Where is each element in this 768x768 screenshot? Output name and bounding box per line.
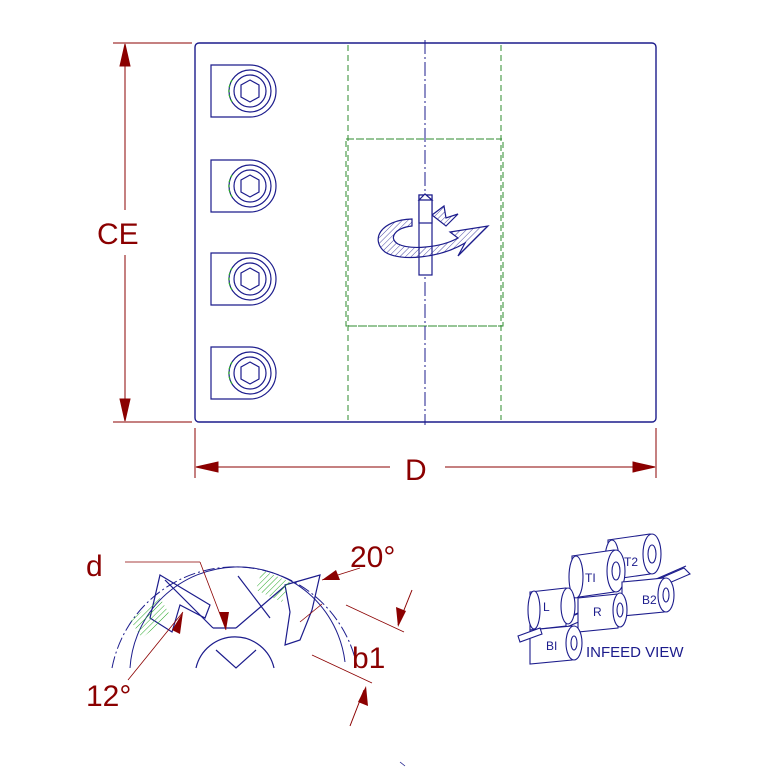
knife-left bbox=[130, 598, 170, 638]
spindle-b2 bbox=[621, 577, 675, 617]
width-dimension-label: D bbox=[405, 454, 427, 487]
spindle-b1 bbox=[529, 625, 583, 665]
infeed-view-title: INFEED VIEW bbox=[586, 644, 684, 661]
screw-pockets bbox=[210, 64, 277, 400]
clearance-angle-label: 20° bbox=[350, 541, 395, 574]
bore bbox=[195, 636, 275, 669]
svg-text:TI: TI bbox=[585, 571, 596, 585]
infeed-view bbox=[517, 533, 691, 665]
spindle-r bbox=[577, 592, 628, 633]
svg-text:T2: T2 bbox=[624, 555, 638, 569]
section-view: d 20° 12° b1 bbox=[86, 541, 413, 727]
hex-socket-screw-icon bbox=[210, 346, 277, 400]
height-dimension bbox=[113, 42, 192, 423]
knife-right bbox=[256, 570, 290, 602]
height-dimension-label: CE bbox=[97, 218, 139, 251]
diameter-label: d bbox=[86, 550, 103, 583]
svg-text:R: R bbox=[593, 605, 602, 619]
hex-socket-screw-icon bbox=[210, 64, 277, 118]
cutting-angle-label: 12° bbox=[86, 680, 131, 713]
spindle-l bbox=[527, 587, 576, 631]
svg-text:B2: B2 bbox=[642, 593, 657, 607]
front-view: CE D bbox=[97, 40, 657, 487]
hex-socket-screw-icon bbox=[210, 159, 277, 213]
rotation-direction-arrow-icon bbox=[377, 193, 490, 276]
width-dimension bbox=[194, 428, 657, 478]
svg-text:BI: BI bbox=[546, 639, 557, 653]
svg-text:L: L bbox=[543, 600, 550, 614]
spindle-t1 bbox=[568, 549, 626, 599]
infeed-labels: T2 TI B2 L R BI INFEED VIEW bbox=[543, 555, 684, 661]
hex-socket-screw-icon bbox=[210, 252, 277, 306]
knife-width-label: b1 bbox=[352, 642, 385, 675]
